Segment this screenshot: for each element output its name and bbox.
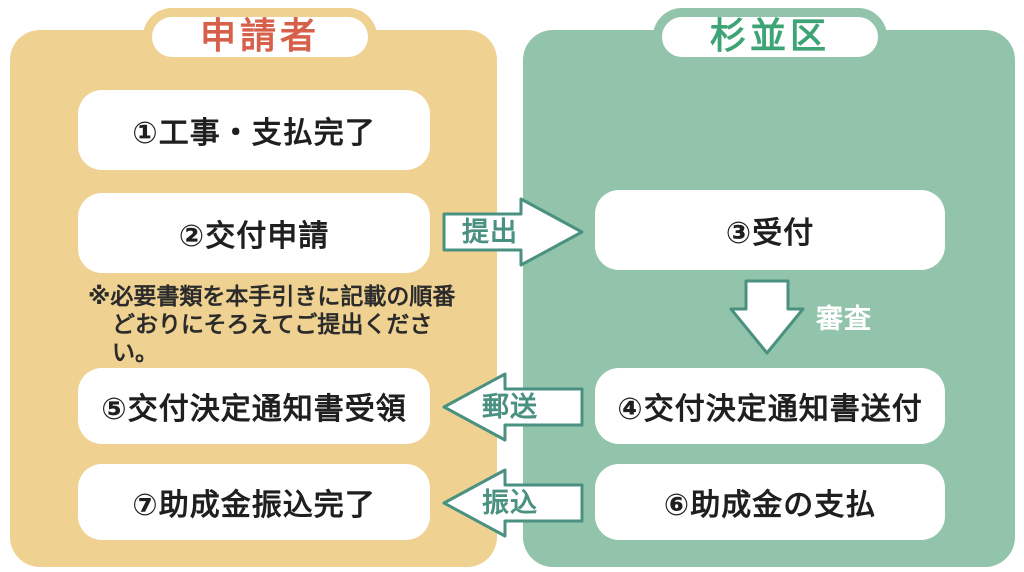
step-6-subsidy-payment: ⑥助成金の支払	[595, 464, 945, 540]
note-line-2: どおりにそろえてご提出ください。	[112, 312, 433, 366]
step-1-construction-payment-complete: ①工事・支払完了	[78, 90, 430, 170]
review-arrow-label: 審査	[816, 304, 872, 335]
step-7-subsidy-transfer-complete: ⑦助成金振込完了	[78, 464, 430, 540]
note-line-1: ※必要書類を本手引きに記載の順番	[88, 284, 456, 310]
mail-arrow-label: 郵送	[482, 392, 538, 423]
applicant-lane-title-label: 申請者	[199, 16, 320, 57]
mail-arrow-left-icon	[442, 372, 584, 442]
step-4-send-grant-decision-notice: ④交付決定通知書送付	[595, 368, 945, 444]
applicant-lane-title: 申請者	[143, 8, 377, 66]
required-documents-note: ※必要書類を本手引きに記載の順番 どおりにそろえてご提出ください。	[88, 283, 478, 367]
submit-arrow-label: 提出	[462, 217, 518, 248]
step-5-receive-grant-decision-notice: ⑤交付決定通知書受領	[78, 368, 430, 444]
ward-lane-title: 杉並区	[653, 8, 887, 66]
review-arrow-down-icon	[729, 279, 805, 355]
submit-arrow-right-icon	[442, 197, 584, 267]
ward-lane-title-label: 杉並区	[709, 16, 830, 57]
transfer-arrow-left-icon	[442, 468, 584, 538]
step-3-reception: ③受付	[595, 190, 945, 270]
transfer-arrow-label: 振込	[482, 488, 538, 519]
step-2-grant-application: ②交付申請	[78, 193, 430, 273]
